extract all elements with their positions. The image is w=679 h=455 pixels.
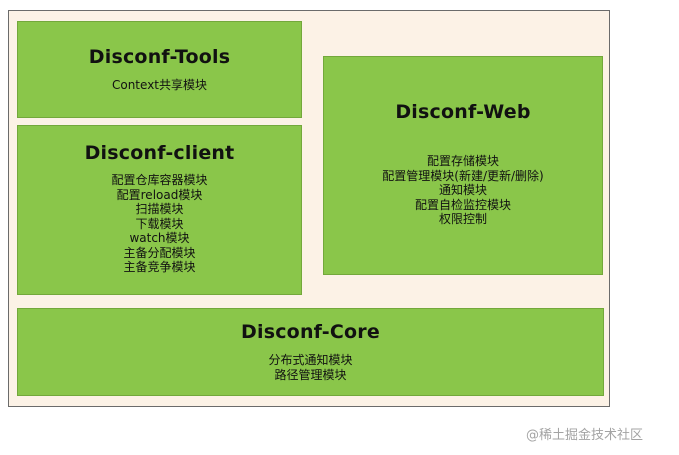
module-item: 主备竞争模块 [123, 260, 196, 274]
module-item: 配置存储模块 [426, 154, 499, 168]
module-item: Context共享模块 [111, 78, 207, 92]
disconf-client-title: Disconf-client [84, 142, 235, 164]
disconf-tools-module: Disconf-Tools Context共享模块 [17, 21, 302, 118]
disconf-core-items: 分布式通知模块 路径管理模块 [18, 353, 603, 382]
disconf-core-title: Disconf-Core [241, 321, 380, 343]
disconf-web-module: Disconf-Web 配置存储模块 配置管理模块(新建/更新/删除) 通知模块… [323, 56, 603, 275]
module-item: 通知模块 [438, 183, 487, 197]
module-item: 主备分配模块 [123, 245, 196, 260]
module-item: 扫描模块 [135, 202, 184, 216]
module-item: 配置仓库容器模块 [111, 173, 208, 187]
architecture-diagram: Disconf-Tools Context共享模块 Disconf-client… [8, 10, 610, 407]
module-item: 分布式通知模块 [268, 353, 353, 367]
module-item: 配置reload模块 [116, 187, 203, 202]
module-item: watch模块 [129, 231, 190, 245]
disconf-client-module: Disconf-client 配置仓库容器模块 配置reload模块 扫描模块 … [17, 125, 302, 295]
disconf-client-items: 配置仓库容器模块 配置reload模块 扫描模块 下载模块 watch模块 主备… [18, 173, 301, 275]
disconf-tools-items: Context共享模块 [18, 78, 301, 92]
module-item: 下载模块 [135, 216, 184, 231]
module-item: 路径管理模块 [274, 367, 347, 382]
module-item: 权限控制 [438, 212, 487, 226]
module-item: 配置自检监控模块 [414, 197, 511, 212]
disconf-core-module: Disconf-Core 分布式通知模块 路径管理模块 [17, 308, 604, 396]
disconf-web-title: Disconf-Web [395, 101, 531, 123]
watermark: @稀土掘金技术社区 [526, 428, 644, 443]
disconf-tools-title: Disconf-Tools [88, 46, 231, 68]
module-item: 配置管理模块(新建/更新/删除) [382, 168, 544, 183]
disconf-web-items: 配置存储模块 配置管理模块(新建/更新/删除) 通知模块 配置自检监控模块 权限… [324, 154, 602, 227]
